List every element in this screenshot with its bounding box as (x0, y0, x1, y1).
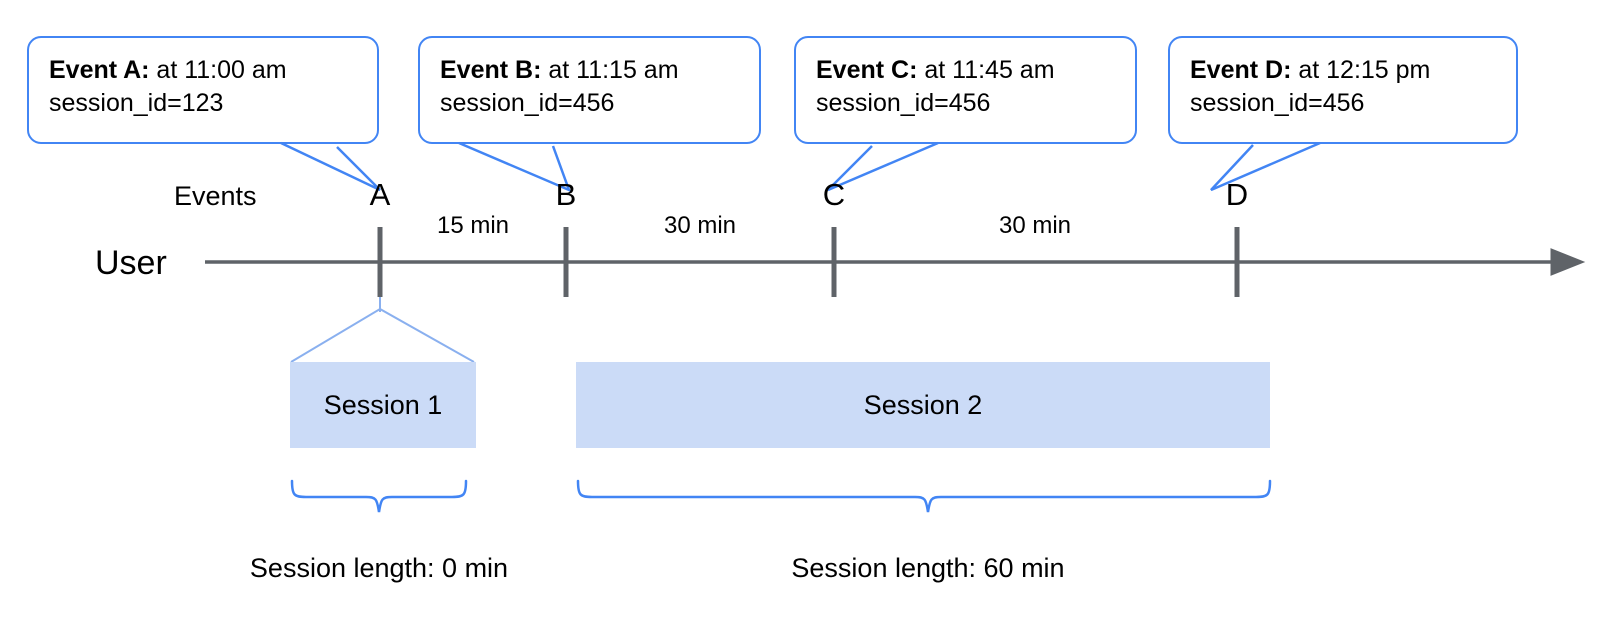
axis-label-user: User (95, 244, 167, 282)
callout-event-d: Event D: at 12:15 pm session_id=456 (1168, 36, 1518, 144)
callout-b-line2: session_id=456 (440, 88, 615, 117)
callout-b-time: at 11:15 am (541, 56, 679, 84)
callout-event-b: Event B: at 11:15 am session_id=456 (418, 36, 761, 144)
callout-b-line1: Event B: at 11:15 am (440, 54, 741, 87)
session-bar-2: Session 2 (576, 362, 1270, 448)
callout-tail-b (458, 141, 572, 193)
gap-label-b-c: 30 min (663, 212, 737, 239)
event-letter-b: B (555, 177, 577, 212)
gap-label-c-d: 30 min (998, 212, 1072, 239)
callout-tail-c (827, 141, 939, 192)
callout-d-time: at 12:15 pm (1291, 56, 1431, 84)
session-bar-1: Session 1 (290, 362, 476, 448)
callout-event-a: Event A: at 11:00 am session_id=123 (27, 36, 379, 144)
callout-tail-d (1210, 141, 1321, 192)
callout-event-c: Event C: at 11:45 am session_id=456 (794, 36, 1137, 144)
callout-c-line2: session_id=456 (816, 88, 991, 117)
session-length-2: Session length: 60 min (791, 553, 1065, 583)
callout-d-line2: session_id=456 (1190, 88, 1365, 117)
event-letter-a: A (369, 177, 391, 212)
callout-c-time: at 11:45 am (917, 56, 1055, 84)
callout-b-title: Event B: (440, 56, 542, 84)
callout-a-line1: Event A: at 11:00 am (49, 54, 359, 87)
session-bar-2-label: Session 2 (863, 389, 983, 420)
event-letter-d: D (1225, 177, 1249, 212)
callout-c-title: Event C: (816, 56, 918, 84)
callout-d-title: Event D: (1190, 56, 1292, 84)
session-length-1: Session length: 0 min (249, 553, 509, 583)
callout-a-time: at 11:00 am (149, 56, 287, 84)
callout-tail-a (280, 141, 381, 192)
session-bar-1-label: Session 1 (323, 389, 443, 420)
brace-session-2 (576, 479, 1272, 513)
brace-session-1 (290, 479, 468, 513)
callout-d-line1: Event D: at 12:15 pm (1190, 54, 1498, 87)
axis-label-events: Events (174, 181, 257, 211)
event-letter-c: C (822, 177, 846, 212)
gap-label-a-b: 15 min (436, 212, 510, 239)
callout-a-title: Event A: (49, 56, 150, 84)
session1-funnel (290, 307, 475, 363)
callout-a-line2: session_id=123 (49, 88, 224, 117)
callout-c-line1: Event C: at 11:45 am (816, 54, 1117, 87)
